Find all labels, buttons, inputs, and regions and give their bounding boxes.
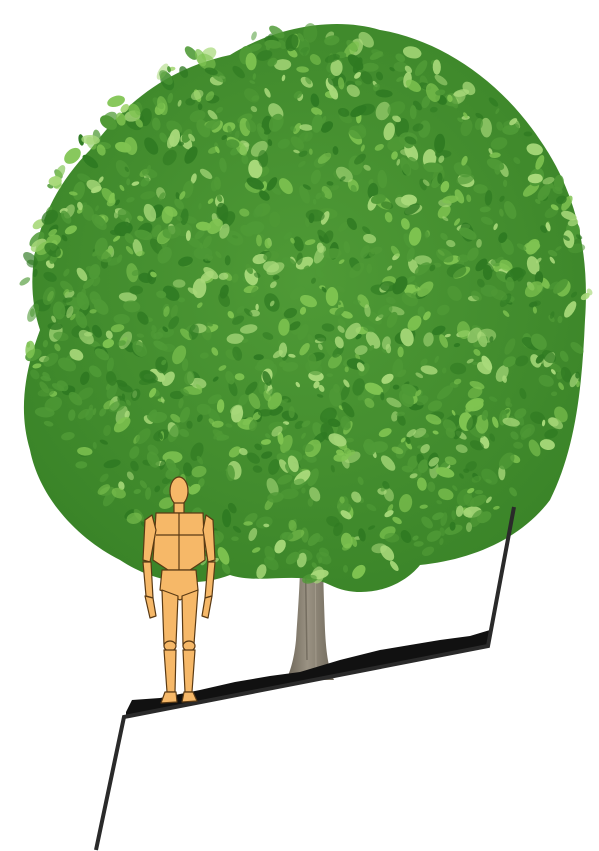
leaf-cluster bbox=[475, 490, 483, 494]
leaf-cluster bbox=[18, 276, 31, 288]
leaf-cluster bbox=[326, 287, 338, 306]
leaf-cluster bbox=[346, 438, 354, 443]
leaf-cluster bbox=[524, 132, 533, 137]
leaf-cluster bbox=[326, 373, 333, 377]
tree-canopy bbox=[18, 23, 594, 592]
leaf-cluster bbox=[173, 279, 186, 287]
leaf-cluster bbox=[250, 31, 258, 42]
